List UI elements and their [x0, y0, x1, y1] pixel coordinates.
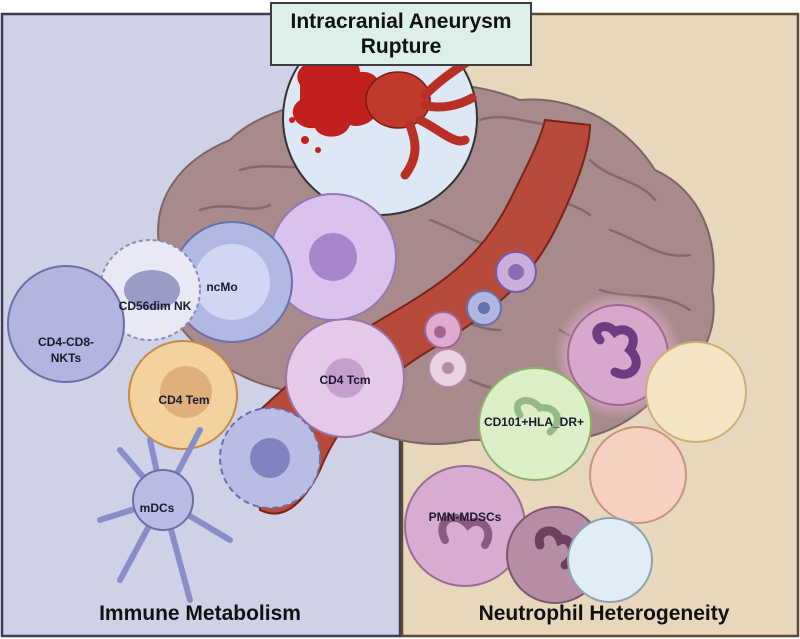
left-panel-label: Immune Metabolism: [99, 602, 301, 625]
cd4tem-cell: [128, 340, 238, 450]
title-line2: Rupture: [360, 35, 442, 58]
aneurysm-illustration: [282, 20, 478, 216]
neutrophil-blue-cell: [567, 517, 653, 603]
label-cd4tem: CD4 Tem: [158, 393, 209, 407]
cd4tcm-cell: [285, 318, 405, 438]
title-line1: Intracranial Aneurysm: [290, 10, 512, 33]
label-cd56dim-nk: CD56dim NK: [119, 299, 192, 313]
vessel-cells: [424, 251, 537, 388]
right-panel-label: Neutrophil Heterogeneity: [479, 602, 730, 625]
nkt-cell: [7, 265, 125, 383]
mdc-cell: [97, 427, 233, 603]
cd101-cell: [478, 367, 592, 481]
title-box: Intracranial Aneurysm Rupture: [270, 2, 532, 66]
pmn-mdsc-cell: [404, 465, 526, 587]
spiky-cell: [219, 407, 321, 509]
label-pmn-mdscs: PMN-MDSCs: [429, 510, 502, 524]
label-nkt-line1: CD4-CD8-: [38, 335, 94, 349]
label-nkt-line2: NKTs: [51, 351, 82, 365]
large-purple-cell: [269, 193, 397, 321]
label-ncmo: ncMo: [206, 280, 237, 294]
label-cd101: CD101+HLA_DR+: [484, 415, 584, 429]
label-mdcs: mDCs: [140, 501, 175, 515]
label-cd4tcm: CD4 Tcm: [319, 373, 370, 387]
neutrophil-peach-cell: [589, 426, 687, 524]
neutrophil-yellow-cell: [645, 341, 747, 443]
